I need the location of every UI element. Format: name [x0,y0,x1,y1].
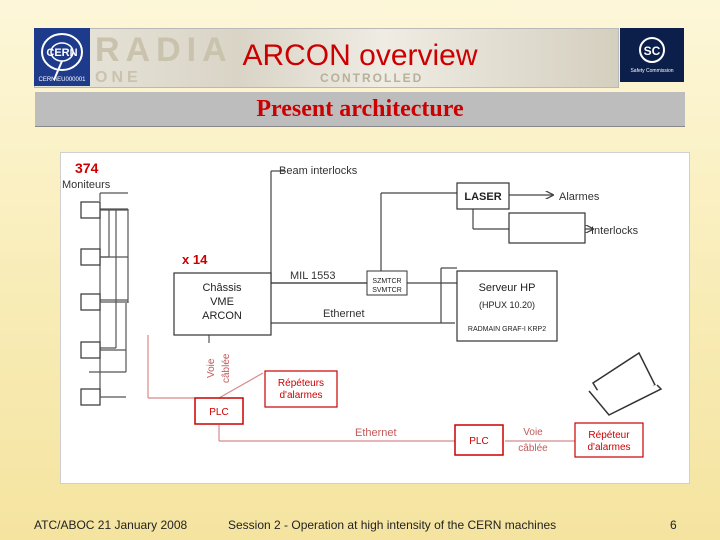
plc-label-1: PLC [209,407,228,418]
repeaters-label-2: d'alarmes [279,390,322,401]
monitor-box [80,293,101,311]
monitor-lines [89,192,210,397]
monitor-boxes [80,201,101,406]
mil-label: MIL 1553 [290,270,335,282]
wired-path-label-1: Voie [206,358,217,378]
repeater-box [574,422,644,458]
repeaters-box [264,370,338,408]
page-title: ARCON overview [242,39,478,72]
subtitle: Present architecture [256,96,464,122]
sc-logo-caption: Safety Commission [630,68,674,74]
page-number: 6 [670,518,677,532]
monitor-count: 374 [75,160,99,176]
laser-box [456,182,510,210]
server-box [456,270,558,342]
chassis-count: x 14 [182,252,208,267]
wired-path-label-4: câblée [518,443,548,454]
monitor-box [80,248,101,266]
interlocks-label: Interlocks [591,225,639,237]
footer-center: Session 2 - Operation at high intensity … [228,518,557,532]
interlocks-box [508,212,586,244]
banner-photo-text: CONTROLLED [320,71,424,85]
header-banner: RADIA ONE CONTROLLED [34,28,619,88]
chassis-box [173,272,272,336]
hpux-label: (HPUX 10.20) [479,300,535,310]
plc-box-2 [454,424,504,456]
ethernet-label-2: Ethernet [355,427,397,439]
architecture-diagram: 374 Moniteurs x 14 Beam interlocks LASER… [60,152,690,484]
plc-wiring [147,335,575,442]
cern-logo-text: CERN [46,47,77,59]
szmtcr-box [366,270,408,296]
sc-logo-text: SC [644,44,661,58]
laser-label: LASER [464,191,501,203]
beam-interlocks-label: Beam interlocks [279,165,358,177]
cern-logo: CERN [34,28,90,86]
monitor-box [80,341,101,359]
svmtcr-label: SVMTCR [372,287,402,294]
server-label: Serveur HP [479,282,536,294]
cern-logo-caption: CERN\EU000001 [38,77,86,83]
chassis-label-3: ARCON [202,310,242,322]
ethernet-label-1: Ethernet [323,308,365,320]
main-wiring [270,170,593,324]
alarms-label: Alarmes [559,191,600,203]
repeater-label-1: Répéteur [588,430,630,441]
plc-box [194,397,244,425]
subtitle-bar [35,92,685,127]
repeaters-label-1: Répéteurs [278,378,324,389]
apps-label: RADMAIN GRAF-I KRP2 [468,326,546,333]
plc-label-2: PLC [469,436,488,447]
banner-photo-text: ONE [95,69,142,86]
sc-logo: SC [620,28,684,82]
monitor-box [80,388,101,406]
chassis-label-1: Châssis [202,282,242,294]
banner-photo-text: RADIA [95,31,233,69]
chassis-label-2: VME [210,296,234,308]
wired-path-label-3: Voie [523,427,543,438]
monitors-label: Moniteurs [62,179,111,191]
szmtcr-label: SZMTCR [372,278,401,285]
monitor-box [80,201,101,219]
repeater-label-2: d'alarmes [587,442,630,453]
laptop-icon [588,351,663,416]
wired-path-label-2: câblée [221,353,232,383]
footer-left: ATC/ABOC 21 January 2008 [34,518,188,532]
